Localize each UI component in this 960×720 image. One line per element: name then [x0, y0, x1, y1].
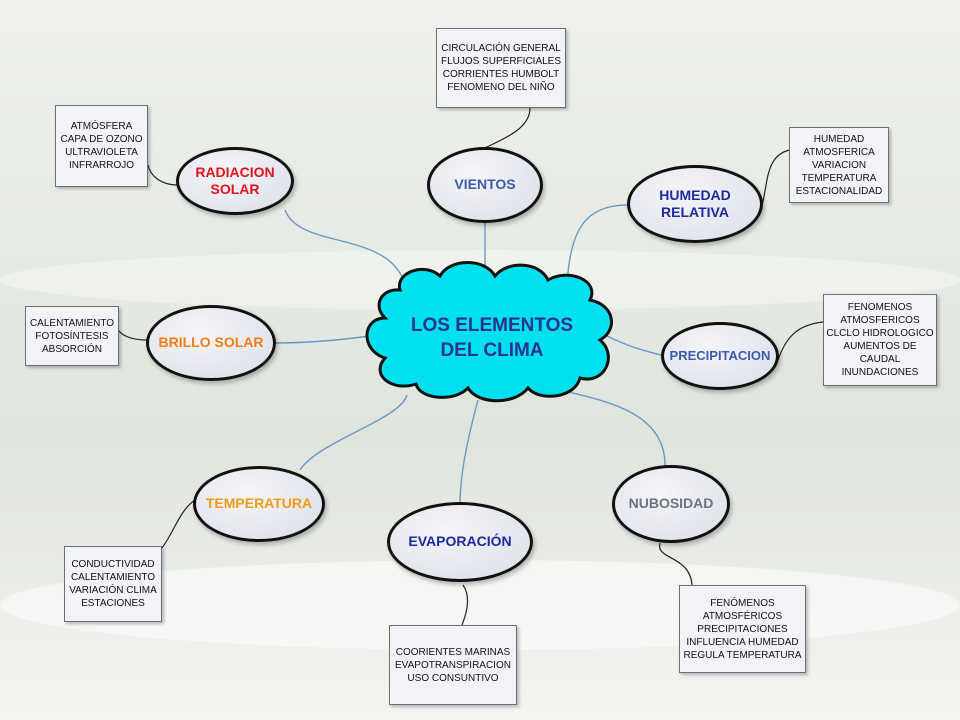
- node-humedad-relativa[interactable]: HUMEDAD RELATIVA: [627, 165, 763, 243]
- link-evaporacion-box: [461, 584, 468, 626]
- box-precipitacion-item: AUMENTOS DE CAUDAL: [843, 341, 917, 365]
- box-temperatura-item: CONDUCTIVIDAD: [71, 559, 155, 570]
- box-vientos-item: CIRCULACIÓN GENERAL: [441, 43, 561, 54]
- node-radiacion-label: RADIACION SOLAR: [195, 163, 275, 198]
- box-temperatura: CONDUCTIVIDAD CALENTAMIENTO VARIACIÓN CL…: [64, 546, 162, 622]
- link-brillo-box: [117, 329, 148, 341]
- center-cloud: [365, 261, 613, 403]
- node-brillo-solar[interactable]: BRILLO SOLAR: [146, 305, 276, 381]
- box-precipitacion-item: FENOMENOS: [847, 302, 913, 313]
- node-brillo-label: BRILLO SOLAR: [158, 334, 264, 351]
- box-brillo: CALENTAMIENTO FOTOSÍNTESIS ABSORCIÓN: [25, 306, 119, 366]
- link-precipitacion-box: [777, 321, 824, 361]
- box-temperatura-item: VARIACIÓN CLIMA: [69, 585, 157, 596]
- node-nubosidad-label: NUBOSIDAD: [628, 495, 714, 512]
- box-radiacion-item: ATMÓSFERA: [70, 121, 133, 132]
- node-evaporacion[interactable]: EVAPORACIÓN: [387, 502, 533, 582]
- node-temperatura[interactable]: TEMPERATURA: [193, 466, 325, 542]
- node-radiacion-solar[interactable]: RADIACION SOLAR: [176, 147, 294, 215]
- box-evaporacion: COORIENTES MARINAS EVAPOTRANSPIRACION US…: [389, 625, 517, 705]
- connector-temperatura: [299, 394, 408, 471]
- box-evaporacion-item: COORIENTES MARINAS: [395, 646, 511, 658]
- box-humedad-item: ESTACIONALIDAD: [795, 185, 883, 197]
- box-temperatura-item: CALENTAMIENTO: [70, 572, 156, 583]
- box-nubosidad-item: PRECIPITACIONES: [697, 623, 788, 635]
- node-precipitacion-label: PRECIPITACION: [669, 347, 771, 363]
- box-nubosidad-item: ATMOSFÉRICOS: [702, 610, 783, 622]
- box-radiacion-item: ULTRAVIOLETA: [65, 147, 138, 158]
- box-brillo-item: CALENTAMIENTO: [29, 317, 115, 329]
- box-precipitacion: FENOMENOS ATMOSFERICOS CLCLO HIDROLOGICO…: [823, 294, 937, 386]
- link-temperatura-box: [161, 499, 196, 549]
- node-humedad-label: HUMEDAD RELATIVA: [659, 186, 731, 221]
- box-vientos: CIRCULACIÓN GENERAL FLUJOS SUPERFICIALES…: [436, 28, 566, 108]
- box-vientos-item: FLUJOS SUPERFICIALES: [440, 56, 562, 67]
- box-humedad: HUMEDAD ATMOSFERICA VARIACION TEMPERATUR…: [789, 127, 889, 203]
- box-nubosidad-item: FENÓMENOS: [710, 597, 775, 609]
- box-precipitacion-item: INUNDACIONES: [841, 367, 919, 378]
- connector-brillo: [274, 335, 371, 344]
- box-evaporacion-item: USO CONSUNTIVO: [407, 672, 499, 684]
- box-nubosidad-item: INFLUENCIA HUMEDAD: [686, 636, 799, 648]
- box-precipitacion-item: ATMOSFERICOS: [840, 315, 920, 326]
- connector-precipitacion: [604, 334, 666, 357]
- box-humedad-item: VARIACION: [811, 159, 867, 171]
- node-temperatura-label: TEMPERATURA: [205, 495, 313, 512]
- box-radiacion-item: CAPA DE OZONO: [60, 134, 143, 145]
- box-radiacion: ATMÓSFERA CAPA DE OZONO ULTRAVIOLETA INF…: [55, 105, 148, 187]
- link-radiacion-box: [147, 164, 179, 186]
- box-temperatura-item: ESTACIONES: [81, 598, 145, 609]
- node-evaporacion-label: EVAPORACIÓN: [408, 533, 512, 550]
- node-vientos[interactable]: VIENTOS: [427, 147, 543, 223]
- connector-radiacion: [284, 209, 406, 286]
- link-nubosidad-box: [659, 542, 693, 586]
- box-evaporacion-item: EVAPOTRANSPIRACION: [395, 659, 511, 671]
- box-humedad-item: TEMPERATURA: [801, 172, 877, 184]
- link-vientos-box: [484, 107, 531, 149]
- box-nubosidad: FENÓMENOS ATMOSFÉRICOS PRECIPITACIONES I…: [679, 585, 806, 673]
- box-vientos-item: CORRIENTES HUMBOLT: [442, 69, 560, 80]
- connector-nubosidad: [559, 389, 666, 466]
- box-humedad-item: HUMEDAD: [813, 133, 865, 145]
- node-nubosidad[interactable]: NUBOSIDAD: [612, 465, 730, 543]
- box-brillo-item: ABSORCIÓN: [41, 343, 102, 355]
- node-precipitacion[interactable]: PRECIPITACION: [661, 322, 779, 390]
- box-radiacion-item: INFRARROJO: [69, 160, 134, 171]
- box-humedad-item: ATMOSFERICA: [803, 146, 875, 158]
- box-vientos-item: FENOMENO DEL NIÑO: [447, 82, 555, 93]
- node-vientos-label: VIENTOS: [454, 176, 516, 193]
- connector-evaporacion: [459, 399, 479, 506]
- link-humedad-box: [761, 149, 791, 206]
- box-brillo-item: FOTOSÍNTESIS: [35, 330, 109, 342]
- box-nubosidad-item: REGULA TEMPERATURA: [683, 649, 802, 661]
- connector-humedad: [566, 204, 629, 286]
- box-precipitacion-item: CLCLO HIDROLOGICO: [826, 328, 934, 339]
- center-title: LOS ELEMENTOS DEL CLIMA: [410, 315, 574, 361]
